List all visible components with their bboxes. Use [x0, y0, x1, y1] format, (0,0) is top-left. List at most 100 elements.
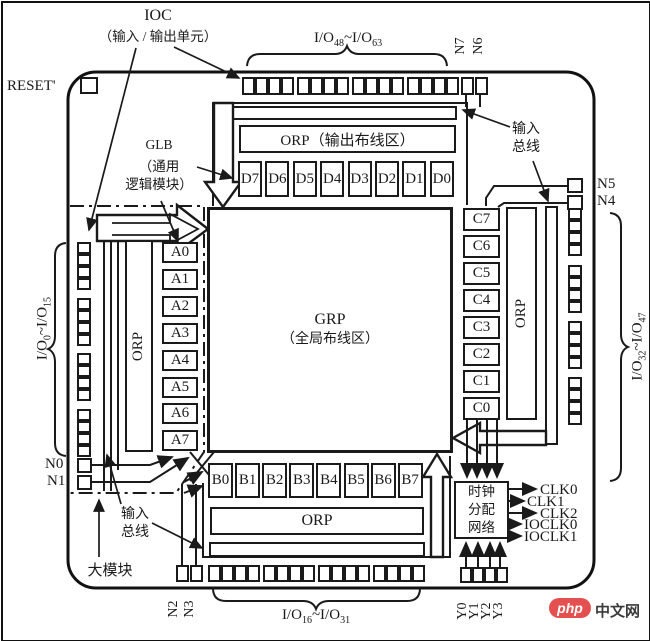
ioc-cell: [399, 565, 412, 582]
glb-label: GLB: [145, 137, 173, 152]
ioc-cell: [310, 77, 323, 95]
ioc-cell: [263, 565, 276, 582]
glb-block: D0: [429, 161, 454, 197]
ioc-cell: [568, 289, 582, 301]
megablock-label: 大模块: [87, 563, 133, 579]
glb-block: A3: [162, 322, 198, 344]
ioclk1-label: IOCLK1: [524, 529, 578, 545]
glb-block: C0: [463, 397, 500, 420]
ioc-cell: [568, 265, 582, 277]
clock-box-line3: 网络: [468, 520, 495, 535]
ioc-cell: [344, 565, 357, 582]
ioc-cell: [568, 244, 582, 256]
glb-block: B7: [397, 463, 423, 498]
glb-block: B2: [262, 463, 288, 498]
pin-cell: [484, 567, 496, 583]
glb-block: B3: [289, 463, 315, 498]
pin-n5-label: N5: [597, 176, 616, 192]
glb-block: D7: [238, 161, 262, 197]
ioc-cell: [77, 322, 91, 334]
glb-block: A6: [162, 403, 198, 425]
glb-block: C3: [463, 316, 500, 339]
ioc-cell: [255, 77, 268, 95]
ioc-cell: [373, 565, 386, 582]
clock-box-line2: 分配: [468, 502, 495, 517]
pin-y3-label: Y3: [491, 602, 506, 620]
ioc-cell: [247, 565, 260, 582]
ioc-cell: [77, 421, 91, 433]
pin-cell: [475, 77, 488, 95]
glb-block: C1: [463, 370, 500, 393]
clock-box-line1: 时钟: [468, 484, 495, 499]
io-range-right: I/O32~I/O47: [629, 312, 649, 381]
input-bus-top-label-2: 总线: [512, 140, 540, 155]
ioc-cell: [568, 389, 582, 401]
ioc-cell: [297, 77, 310, 95]
glb-block: C7: [463, 208, 500, 231]
ioc-cell: [77, 266, 91, 278]
pin-cell: [77, 475, 92, 490]
orp-left-label: ORP: [130, 331, 147, 361]
pin-cell: [496, 567, 508, 583]
glb-block: B4: [316, 463, 342, 498]
ioc-cell: [77, 310, 91, 322]
clock-wiring: [459, 420, 538, 567]
glb-block: B6: [370, 463, 396, 498]
pin-cell: [460, 567, 472, 583]
io-range-top: I/O48~I/O63: [313, 30, 383, 49]
watermark-text: 中文网: [595, 603, 641, 620]
php-logo: php: [549, 598, 591, 618]
ioc-cell: [568, 333, 582, 345]
ioc-cell: [77, 445, 91, 457]
pin-n3-label: N3: [182, 600, 197, 618]
pin-n0-label: N0: [45, 456, 64, 472]
ioc-cell: [568, 413, 582, 425]
glb-block: D5: [292, 161, 317, 197]
input-bus-bottom-label-2: 总线: [121, 525, 149, 540]
grp-region: GRP （全局布线区）: [207, 207, 453, 453]
ioc-cell: [276, 565, 289, 582]
pin-cell: [472, 567, 484, 583]
glb-block: B0: [208, 463, 233, 498]
ioc-cell: [568, 301, 582, 313]
glb-block: D3: [347, 161, 372, 197]
glb-block: D4: [320, 161, 345, 197]
ioc-cell: [77, 298, 91, 310]
ioc-cell: [568, 321, 582, 333]
io-range-left: I/O0~I/O15: [34, 296, 54, 361]
glb-sublabel-1: （通用: [138, 159, 180, 174]
ioc-cell: [77, 278, 91, 290]
ioc-cell: [568, 220, 582, 232]
annotation-arrows: [86, 46, 550, 557]
ioc-cell: [208, 565, 221, 582]
clock-distribution-network: 时钟 分配 网络: [454, 481, 509, 539]
ioc-cell: [412, 565, 425, 582]
glb-block: D6: [265, 161, 290, 197]
glb-block: A4: [162, 349, 198, 371]
ioc-cell: [242, 77, 255, 95]
orp-bottom: ORP: [210, 507, 424, 535]
pin-cell: [80, 77, 98, 94]
glb-block: C5: [463, 262, 500, 285]
ioc-cell: [420, 77, 433, 95]
io-range-bottom: I/O16~I/O31: [281, 607, 351, 626]
ioc-cell: [446, 77, 459, 95]
ioc-cell: [77, 389, 91, 401]
ioc-cell: [318, 565, 331, 582]
ioc-cell: [386, 565, 399, 582]
connector-lines: [92, 95, 567, 565]
ioc-sublabel: （输入 / 输出单元）: [98, 29, 218, 44]
ioc-cell: [77, 353, 91, 365]
ioc-cell: [568, 232, 582, 244]
glb-block: C4: [463, 289, 500, 312]
grp-title: GRP: [314, 311, 346, 328]
ioc-cell: [568, 401, 582, 413]
orp-top: ORP（输出布线区）: [239, 125, 456, 153]
clk2-label: CLK2: [540, 506, 578, 522]
glb-block: A1: [162, 268, 198, 290]
ioc-cell: [365, 77, 378, 95]
pin-cell: [567, 195, 583, 210]
glb-block: C2: [463, 343, 500, 366]
orp-left: ORP: [125, 240, 153, 452]
